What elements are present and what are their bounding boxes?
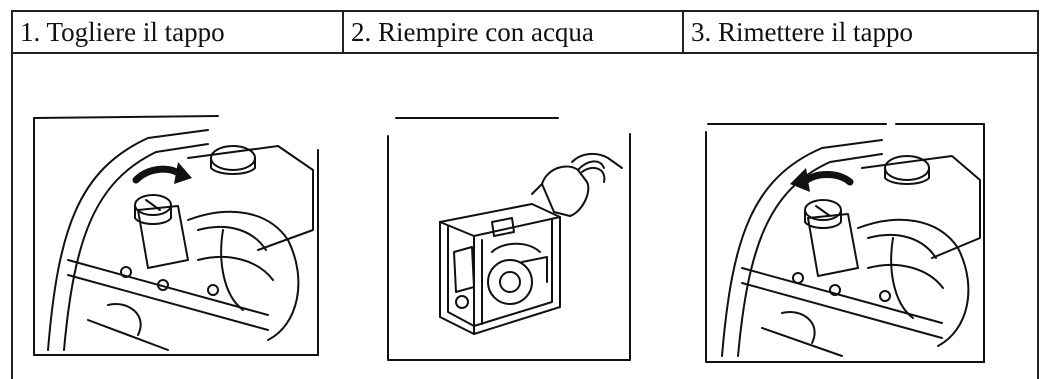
table-header-row: 1. Togliere il tappo 2. Riempire con acq… bbox=[13, 12, 1037, 54]
step-1-header: 1. Togliere il tappo bbox=[13, 12, 344, 52]
pump-filling-water-illustration bbox=[382, 112, 642, 367]
step-2-header: 2. Riempire con acqua bbox=[344, 12, 684, 52]
step-3-header: 3. Rimettere il tappo bbox=[691, 17, 913, 47]
pump-cap-replace-illustration bbox=[700, 118, 1000, 370]
instruction-table: 1. Togliere il tappo 2. Riempire con acq… bbox=[11, 10, 1039, 379]
pump-cap-removal-illustration bbox=[28, 110, 328, 365]
